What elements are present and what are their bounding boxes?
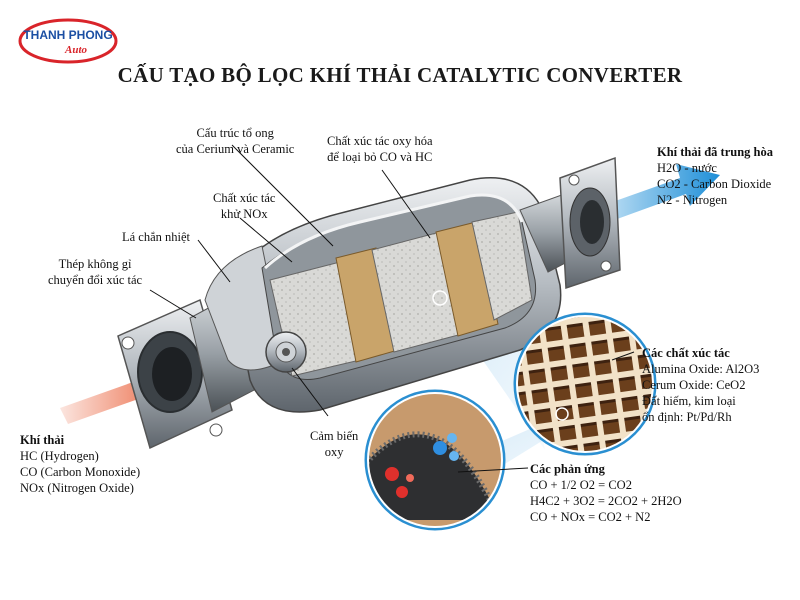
exhaust-in-item: HC (Hydrogen) (20, 449, 99, 463)
catalysts-item: ổn định: Pt/Pd/Rh (642, 410, 732, 424)
label-heat-shield: Lá chắn nhiệt (122, 230, 191, 244)
reactions-heading: Các phản ứng (530, 462, 605, 476)
zoom-marker (432, 290, 448, 306)
reaction-zoom (364, 389, 506, 531)
logo-text-sub: Auto (64, 44, 88, 56)
reactions-item: CO + NOx = CO2 + N2 (530, 510, 651, 524)
exhaust-out-block: Khí thải đã trung hòa H2O - nước CO2 - C… (657, 144, 773, 208)
catalysts-heading: Các chất xúc tác (642, 346, 730, 360)
logo-text-main: THANH PHONG (23, 28, 112, 42)
catalyst-band-oxy (435, 221, 499, 337)
catalysts-item: Alumina Oxide: Al2O3 (642, 362, 760, 376)
catalysts-item: Cerum Oxide: CeO2 (642, 378, 746, 392)
exhaust-in-item: CO (Carbon Monoxide) (20, 465, 141, 479)
exhaust-out-item: H2O - nước (657, 161, 717, 175)
label-honeycomb: Cấu trúc tổ ong của Cerium và Ceramic (176, 125, 294, 157)
honeycomb-zoom (513, 312, 657, 456)
brand-logo: THANH PHONG Auto (16, 14, 120, 68)
leader-lines (149, 144, 635, 473)
exhaust-out-item: CO2 - Carbon Dioxide (657, 177, 772, 191)
catalysts-block: Các chất xúc tác Alumina Oxide: Al2O3 Ce… (642, 345, 759, 425)
label-oxy-catalyst-line1: Chất xúc tác oxy hóa (327, 134, 433, 148)
reactions-item: CO + 1/2 O2 = CO2 (530, 478, 632, 492)
catalysts-item: Đất hiếm, kim loại (642, 394, 736, 408)
diagram-title: CẤU TẠO BỘ LỌC KHÍ THẢI CATALYTIC CONVER… (117, 63, 683, 87)
exhaust-in-item: NOx (Nitrogen Oxide) (20, 481, 134, 495)
exhaust-in-block: Khí thải HC (Hydrogen) CO (Carbon Monoxi… (20, 432, 140, 496)
reactions-block: Các phản ứng CO + 1/2 O2 = CO2 H4C2 + 3O… (530, 461, 682, 525)
label-nox-catalyst-line1: Chất xúc tác (213, 191, 276, 205)
ceramic-monolith-rear (471, 211, 533, 321)
label-stainless-line1: Thép không gỉ (58, 257, 132, 271)
label-oxygen-sensor: Cảm biến oxy (310, 428, 358, 460)
exhaust-out-item: N2 - Nitrogen (657, 193, 728, 207)
exhaust-outlet-arrow (590, 164, 720, 226)
outlet-flange (559, 156, 621, 290)
label-honeycomb-line1: Cấu trúc tổ ong (196, 126, 274, 140)
label-oxygen-sensor-line2: oxy (324, 445, 344, 459)
exhaust-in-heading: Khí thải (20, 433, 65, 447)
label-nox-catalyst: Chất xúc tác khử NOx (213, 190, 275, 222)
label-nox-catalyst-line2: khử NOx (220, 207, 268, 221)
label-honeycomb-line2: của Cerium và Ceramic (176, 142, 295, 156)
oxygen-sensor (265, 331, 307, 373)
label-stainless-line2: chuyển đổi xúc tác (48, 273, 143, 287)
label-oxy-catalyst-line2: để loại bỏ CO và HC (327, 150, 433, 164)
label-oxy-catalyst: Chất xúc tác oxy hóa để loại bỏ CO và HC (327, 133, 433, 165)
label-oxygen-sensor-line1: Cảm biến (310, 429, 359, 443)
label-stainless: Thép không gỉ chuyển đổi xúc tác (48, 256, 142, 288)
reactions-item: H4C2 + 3O2 = 2CO2 + 2H2O (530, 494, 682, 508)
exhaust-out-heading: Khí thải đã trung hòa (657, 145, 774, 159)
